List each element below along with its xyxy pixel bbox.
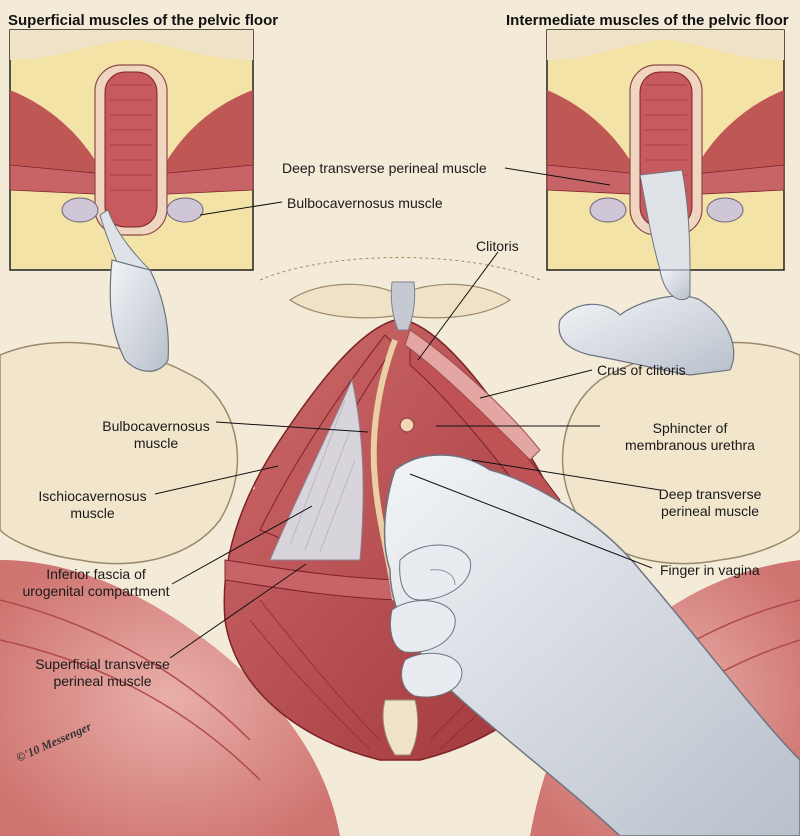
label-sphincter-line2: membranous urethra	[625, 437, 755, 453]
label-inferior-fascia: Inferior fascia of urogenital compartmen…	[10, 566, 182, 600]
label-bulbocavernosus-top: Bulbocavernosus muscle	[287, 195, 443, 211]
label-sphincter-membranous-urethra: Sphincter of membranous urethra	[610, 420, 770, 454]
label-ischiocavernosus: Ischiocavernosus muscle	[30, 488, 155, 522]
label-deep-transverse-line2: perineal muscle	[660, 503, 760, 519]
label-clitoris: Clitoris	[476, 238, 519, 254]
label-superficial-transverse-line2: perineal muscle	[53, 673, 152, 689]
title-superficial: Superficial muscles of the pelvic floor	[8, 12, 279, 29]
label-crus-of-clitoris: Crus of clitoris	[597, 362, 686, 378]
label-deep-transverse-perineal-top: Deep transverse perineal muscle	[282, 160, 487, 176]
label-bulbocavernosus-line2: muscle	[133, 435, 179, 451]
label-superficial-transverse-perineal: Superficial transverse perineal muscle	[20, 656, 185, 690]
label-superficial-transverse-line1: Superficial transverse	[35, 656, 170, 672]
clitoris	[390, 281, 416, 331]
label-inferior-fascia-line2: urogenital compartment	[22, 583, 170, 599]
inset-finger-left	[109, 259, 169, 372]
inset-superficial	[9, 29, 254, 271]
hair-outline	[259, 257, 541, 281]
gloved-hand	[383, 454, 800, 836]
inset-intermediate	[546, 29, 785, 271]
urethra	[399, 417, 415, 433]
label-deep-transverse-perineal: Deep transverse perineal muscle	[640, 486, 780, 520]
label-ischiocavernosus-line1: Ischiocavernosus	[38, 488, 147, 504]
label-sphincter-line1: Sphincter of	[652, 420, 728, 436]
label-bulbocavernosus-line1: Bulbocavernosus	[102, 418, 210, 434]
label-inferior-fascia-line1: Inferior fascia of	[46, 566, 146, 582]
label-deep-transverse-line1: Deep transverse	[658, 486, 762, 502]
inset-hand-right	[558, 295, 735, 376]
label-finger-in-vagina: Finger in vagina	[660, 562, 760, 578]
label-ischiocavernosus-line2: muscle	[70, 505, 115, 521]
title-intermediate: Intermediate muscles of the pelvic floor	[506, 12, 789, 29]
leader-lines	[154, 167, 661, 659]
label-bulbocavernosus: Bulbocavernosus muscle	[96, 418, 216, 452]
